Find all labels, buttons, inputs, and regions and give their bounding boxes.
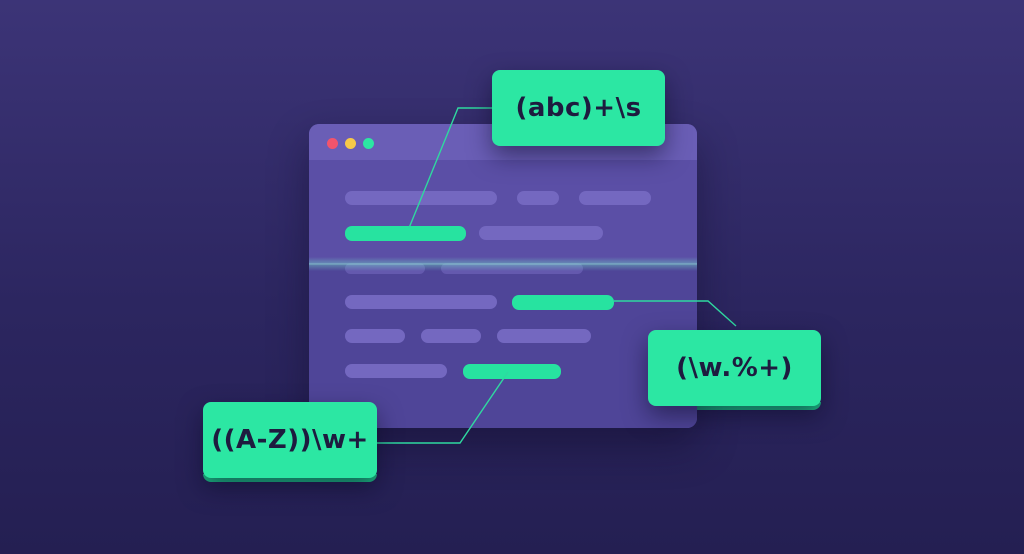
- text-placeholder: [345, 329, 405, 343]
- text-placeholder: [479, 226, 603, 240]
- connector-top: [408, 107, 492, 229]
- highlighted-match: [512, 295, 614, 310]
- highlighted-match: [463, 364, 561, 379]
- text-placeholder: [345, 295, 497, 309]
- highlighted-match: [345, 226, 466, 241]
- close-dot-icon: [327, 138, 338, 149]
- regex-tag-left: ((A-Z))\w+: [203, 402, 377, 482]
- regex-tag-right: (\w.%+): [648, 330, 821, 410]
- text-placeholder: [497, 329, 591, 343]
- text-placeholder: [517, 191, 559, 205]
- text-placeholder: [579, 191, 651, 205]
- scan-line: [309, 257, 697, 271]
- connector-left: [376, 371, 509, 444]
- scanned-region: [309, 264, 697, 428]
- minimize-dot-icon: [345, 138, 356, 149]
- connector-right: [614, 300, 737, 327]
- text-placeholder: [421, 329, 481, 343]
- text-placeholder: [345, 364, 447, 378]
- regex-tag-top: (abc)+\s: [492, 70, 665, 150]
- maximize-dot-icon: [363, 138, 374, 149]
